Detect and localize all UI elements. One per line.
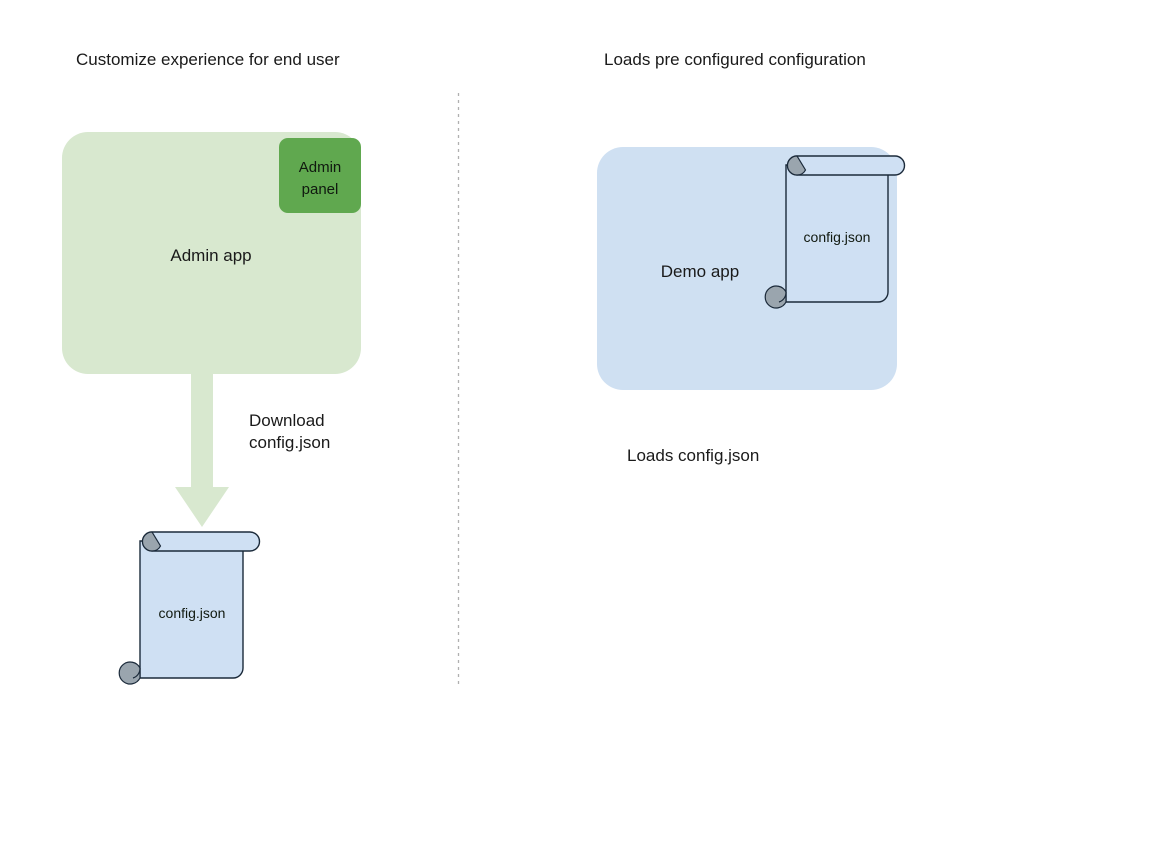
document-body-left — [139, 540, 244, 679]
config-json-label-right: config.json — [804, 229, 871, 245]
config-json-document-left[interactable]: config.json — [118, 531, 261, 685]
download-arrow-label-line1: Download — [249, 411, 325, 430]
config-json-label-left: config.json — [159, 605, 226, 621]
document-bottom-curl-right — [764, 285, 787, 309]
admin-panel-box[interactable]: Admin panel — [279, 138, 361, 213]
admin-panel-rect — [279, 138, 361, 213]
document-bottom-curl-left — [118, 661, 141, 685]
document-top-curl-right — [786, 155, 807, 176]
left-section-title: Customize experience for end user — [76, 50, 340, 69]
document-top-roll-right — [786, 155, 906, 176]
admin-panel-label-line2: panel — [302, 181, 339, 198]
demo-app-label: Demo app — [661, 262, 739, 281]
loads-config-caption: Loads config.json — [627, 446, 759, 465]
document-bottom-curl-arc-right — [778, 291, 787, 303]
document-bottom-curl-arc-left — [132, 667, 141, 679]
right-section-title: Loads pre configured configuration — [604, 50, 866, 69]
download-arrow-shape — [175, 370, 229, 527]
document-top-roll-left — [141, 531, 261, 552]
download-arrow — [175, 370, 229, 527]
document-top-curl-left — [141, 531, 162, 552]
admin-panel-label-line1: Admin — [299, 159, 342, 176]
admin-app-label: Admin app — [170, 246, 251, 265]
document-body-right — [785, 164, 889, 303]
download-arrow-label-line2: config.json — [249, 433, 330, 452]
config-json-document-right[interactable]: config.json — [764, 155, 906, 309]
